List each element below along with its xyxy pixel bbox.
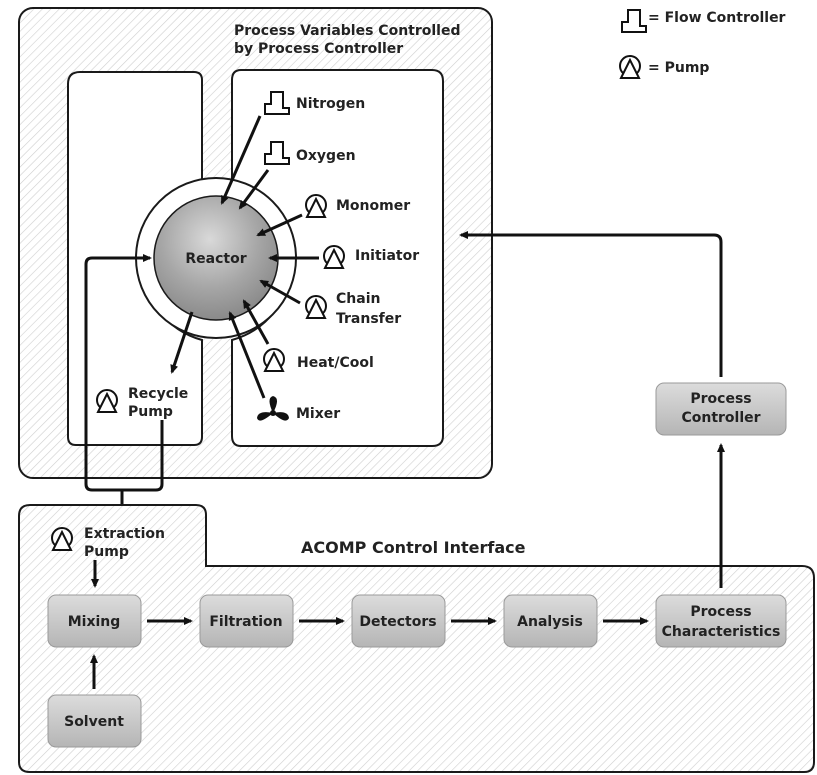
heat-cool-pump: Heat/Cool (263, 348, 374, 372)
detectors-box: Detectors (351, 594, 446, 648)
mixer-label: Mixer (296, 406, 340, 422)
pump-icon (323, 245, 345, 269)
legend-flow-controller-label: = Flow Controller (648, 10, 786, 26)
oxygen-flow-controller: Oxygen (264, 141, 356, 165)
flow-controller-icon (264, 91, 290, 115)
process-panel-title-line1: Process Variables Controlled (234, 23, 461, 39)
recycle-pump: Recycle Pump (96, 386, 188, 420)
process-characteristics-box: Process Characteristics (655, 594, 787, 648)
chain-transfer-pump: Chain Transfer (305, 291, 401, 327)
filtration-box: Filtration (199, 594, 294, 648)
process-controller-box: Process Controller (655, 382, 787, 436)
initiator-pump: Initiator (323, 245, 419, 269)
reactor-outflow-arrow (170, 311, 194, 374)
nitrogen-label: Nitrogen (296, 96, 365, 112)
pump-icon (263, 348, 285, 372)
heat-cool-arrow (242, 299, 270, 345)
heat-cool-label: Heat/Cool (297, 355, 374, 371)
nitrogen-arrow (220, 115, 262, 205)
monomer-arrow (256, 213, 303, 237)
solvent-label: Solvent (64, 714, 124, 730)
recycle-loop-arrow (84, 254, 164, 492)
chain-transfer-arrow (259, 279, 301, 305)
process-panel-title-line2: by Process Controller (234, 41, 403, 57)
oxygen-arrow (238, 169, 270, 210)
controller-feedback-arrow (459, 231, 723, 377)
input-arrows (220, 115, 319, 399)
process-characteristics-label-line1: Process (690, 604, 751, 620)
legend-pump-label: = Pump (648, 60, 709, 76)
extraction-pump: Extraction Pump (51, 526, 165, 560)
pump-icon (96, 389, 118, 413)
recycle-pump-label-line1: Recycle (128, 386, 188, 402)
fan-icon (257, 396, 289, 421)
monomer-label: Monomer (336, 198, 410, 214)
extraction-pump-label-line1: Extraction (84, 526, 165, 542)
filtration-label: Filtration (209, 614, 282, 630)
process-controller-label-line2: Controller (681, 410, 760, 426)
pump-icon (305, 295, 327, 319)
chain-transfer-label-line2: Transfer (336, 311, 401, 327)
flow-controller-icon (621, 9, 647, 33)
pump-icon (305, 194, 327, 218)
monomer-pump: Monomer (305, 194, 410, 218)
detectors-label: Detectors (359, 614, 436, 630)
chain-transfer-label-line1: Chain (336, 291, 380, 307)
process-controller-label-line1: Process (690, 391, 751, 407)
flow-controller-icon (264, 141, 290, 165)
pump-icon (619, 55, 641, 79)
initiator-label: Initiator (355, 248, 419, 264)
mixing-label: Mixing (68, 614, 121, 630)
analysis-label: Analysis (517, 614, 583, 630)
legend: = Flow Controller = Pump (619, 9, 786, 79)
acomp-flow-arrows (90, 443, 725, 689)
pump-icon (51, 527, 73, 551)
mixer: Mixer (257, 396, 340, 422)
extraction-pump-label-line2: Pump (84, 544, 129, 560)
mixer-arrow (228, 311, 266, 399)
analysis-box: Analysis (503, 594, 598, 648)
mixing-box: Mixing (47, 594, 142, 648)
acomp-title: ACOMP Control Interface (301, 538, 526, 557)
process-characteristics-label-line2: Characteristics (662, 624, 781, 640)
nitrogen-flow-controller: Nitrogen (264, 91, 365, 115)
oxygen-label: Oxygen (296, 148, 356, 164)
reactor-label: Reactor (185, 251, 246, 267)
solvent-box: Solvent (47, 694, 142, 748)
recycle-pump-label-line2: Pump (128, 404, 173, 420)
